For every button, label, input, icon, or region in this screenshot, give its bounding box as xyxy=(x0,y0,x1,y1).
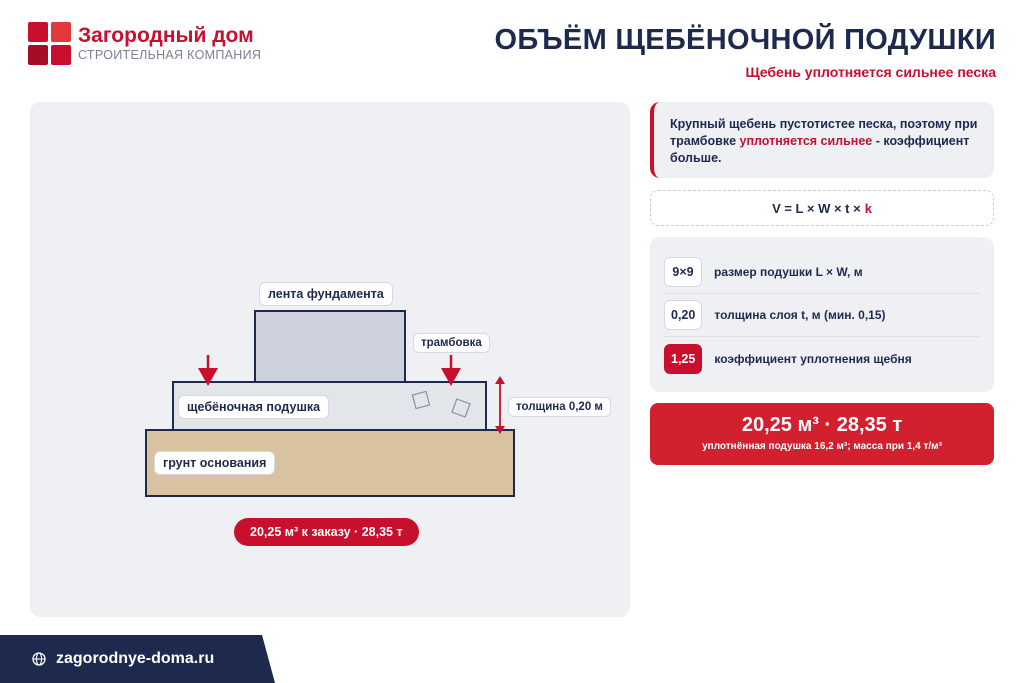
param-value-badge: 0,20 xyxy=(664,300,703,330)
param-row-coefficient: 1,25 коэффициент уплотнения щебня xyxy=(664,337,980,380)
thickness-dimension xyxy=(495,376,505,434)
company-logo: Загородный дом СТРОИТЕЛЬНАЯ КОМПАНИЯ xyxy=(28,22,261,66)
logo-mark-icon xyxy=(28,22,72,66)
compaction-arrow-left xyxy=(198,355,218,386)
foundation-label: лента фундамента xyxy=(259,282,393,306)
formula-text: V = L × W × t × xyxy=(772,200,861,216)
total-main-value: 20,25 м³ · 28,35 т xyxy=(741,414,903,436)
footer-bar: zagorodnye-doma.ru xyxy=(0,635,275,683)
ground-label: грунт основания xyxy=(154,451,276,475)
foundation-diagram xyxy=(145,310,515,497)
total-subtext: уплотнённая подушка 16,2 м³; масса при 1… xyxy=(702,441,942,452)
stone-shape xyxy=(451,398,471,418)
param-label: толщина слоя t, м (мин. 0,15) xyxy=(714,308,886,322)
note-text-end: - коэффициент больше. xyxy=(670,134,970,165)
param-label: размер подушки L × W, м xyxy=(714,265,863,279)
parameters-panel: 9×9 размер подушки L × W, м 0,20 толщина… xyxy=(650,237,994,392)
pad-label: щебёночная подушка xyxy=(178,395,330,419)
compaction-label: трамбовка xyxy=(413,333,490,353)
param-value-badge: 1,25 xyxy=(664,343,703,374)
brand-subtitle: СТРОИТЕЛЬНАЯ КОМПАНИЯ xyxy=(78,48,262,62)
diagram-panel: лента фундамента трамбовка щебёночная по… xyxy=(30,102,630,617)
param-value-badge: 9×9 xyxy=(664,257,702,287)
total-result-card: 20,25 м³ · 28,35 т уплотнённая подушка 1… xyxy=(650,403,994,465)
website-link[interactable]: zagorodnye-doma.ru xyxy=(56,650,215,667)
param-row-size: 9×9 размер подушки L × W, м xyxy=(664,251,980,294)
foundation-strip xyxy=(254,310,406,383)
note-text-start: Крупный щебень пустотистее песка, поэтом… xyxy=(670,117,978,148)
stone-shape xyxy=(411,390,431,410)
globe-icon xyxy=(32,652,46,666)
thickness-label: толщина 0,20 м xyxy=(508,397,611,417)
compaction-arrow-right xyxy=(441,355,461,386)
page-subtitle: Щебень уплотняется сильнее песка xyxy=(745,64,996,80)
page-title: ОБЪЁМ ЩЕБЁНОЧНОЙ ПОДУШКИ xyxy=(494,24,996,56)
info-note: Крупный щебень пустотистее песка, поэтом… xyxy=(650,102,994,178)
note-highlight: уплотняется сильнее xyxy=(739,134,873,148)
brand-name: Загородный дом xyxy=(78,24,254,47)
param-row-thickness: 0,20 толщина слоя t, м (мин. 0,15) xyxy=(664,294,980,337)
diagram-result-pill: 20,25 м³ к заказу · 28,35 т xyxy=(234,518,419,546)
param-label: коэффициент уплотнения щебня xyxy=(714,351,912,366)
formula-k: k xyxy=(864,200,872,216)
formula-box: V = L × W × t ×k xyxy=(650,190,994,226)
